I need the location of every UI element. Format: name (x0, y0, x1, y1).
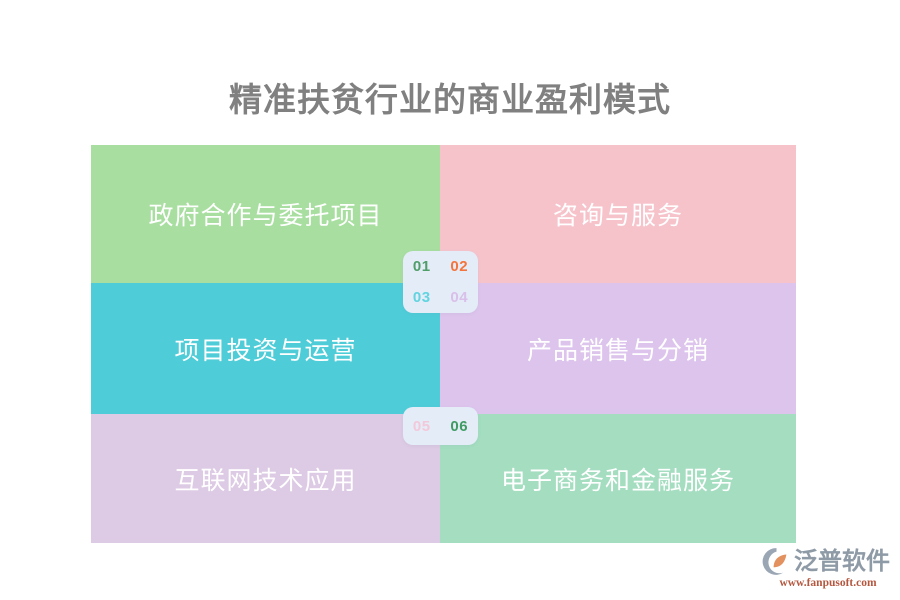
page-title: 精准扶贫行业的商业盈利模式 (229, 81, 671, 118)
brand-logo-row: 泛普软件 (762, 546, 894, 576)
badge-group-top: 01 02 03 04 (403, 251, 478, 313)
badge-04[interactable]: 04 (450, 289, 469, 306)
brand-logo[interactable]: 泛普软件 www.fanpusoft.com (762, 546, 894, 592)
grid-cell-04[interactable]: 产品销售与分销 (440, 283, 796, 414)
grid-cell-06-label: 电子商务和金融服务 (500, 466, 735, 495)
grid-cell-04-label: 产品销售与分销 (526, 336, 709, 365)
fanpu-swirl-icon (762, 547, 791, 576)
grid-cell-03[interactable]: 项目投资与运营 (91, 283, 440, 414)
grid-cell-02[interactable]: 咨询与服务 (440, 145, 796, 283)
badge-02[interactable]: 02 (450, 258, 469, 275)
grid-cell-06[interactable]: 电子商务和金融服务 (440, 414, 796, 543)
brand-url: www.fanpusoft.com (779, 577, 877, 589)
grid-cell-03-label: 项目投资与运营 (174, 336, 357, 365)
badge-05[interactable]: 05 (412, 417, 431, 435)
grid-cell-02-label: 咨询与服务 (552, 202, 683, 230)
grid-cell-01[interactable]: 政府合作与委托项目 (91, 145, 440, 283)
brand-wordmark: 泛普软件 (794, 547, 890, 575)
grid-cell-05[interactable]: 互联网技术应用 (91, 414, 440, 543)
badge-01[interactable]: 01 (412, 258, 431, 275)
grid-cell-01-label: 政府合作与委托项目 (148, 202, 383, 230)
grid-cell-05-label: 互联网技术应用 (174, 466, 357, 495)
content-grid: 政府合作与委托项目 咨询与服务 项目投资与运营 产品销售与分销 互联网技术应用 … (91, 145, 796, 543)
badge-03[interactable]: 03 (412, 289, 431, 306)
badge-06[interactable]: 06 (450, 417, 469, 435)
badge-group-bottom: 05 06 (403, 407, 478, 445)
